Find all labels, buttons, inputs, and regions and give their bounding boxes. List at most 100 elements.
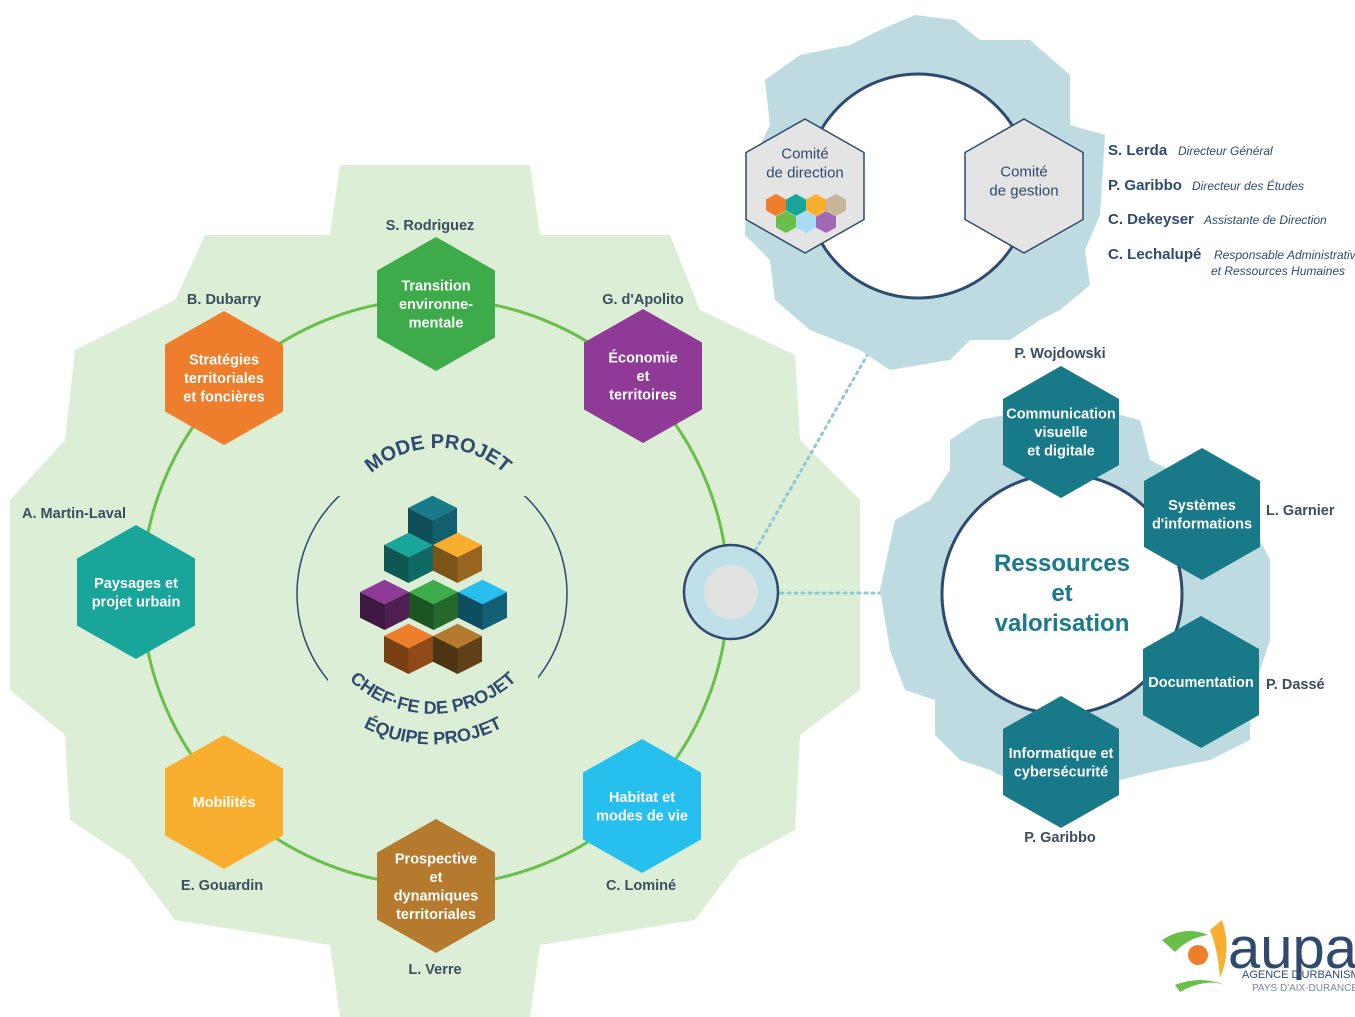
- ressource-label: visuelle: [1034, 425, 1087, 441]
- pole-label: territoriales: [396, 907, 476, 923]
- pole-label: Stratégies: [189, 353, 259, 369]
- pole-label: Mobilités: [193, 795, 256, 811]
- mini-hex-icon: [826, 194, 846, 216]
- pole-hexagon-shape: [377, 237, 495, 371]
- cube-icon: [384, 623, 433, 674]
- pole-hexagon-shape: [77, 525, 195, 659]
- direction-name: C. Lechalupé: [1108, 246, 1201, 263]
- mini-hex-icon: [766, 194, 786, 216]
- pole-hexagon-shape: [377, 819, 495, 953]
- pole-hexagon[interactable]: Mobilités: [165, 735, 283, 869]
- ressource-person: P. Garibbo: [1024, 830, 1096, 846]
- pole-label: Économie: [608, 350, 677, 367]
- mini-hex-icon: [796, 211, 816, 233]
- logo-line1: AGENCE D'URBANISME: [1242, 969, 1355, 981]
- pole-hexagon-shape: [583, 739, 701, 873]
- pole-person: G. d'Apolito: [602, 292, 684, 308]
- mini-hex-icon: [786, 194, 806, 216]
- pole-label: Habitat et: [609, 790, 675, 806]
- direction-name: C. Dekeyser: [1108, 211, 1194, 228]
- pole-hexagon[interactable]: Stratégies territoriales et foncières: [165, 311, 283, 445]
- ressource-label: Informatique et: [1009, 746, 1114, 762]
- mini-hex-icon: [806, 194, 826, 216]
- ressource-label: Systèmes: [1168, 498, 1236, 514]
- cube-stack-icon: [360, 495, 507, 674]
- hub-core: [704, 565, 758, 619]
- logo: aupa AGENCE D'URBANISME PAYS D'AIX-DURAN…: [1162, 916, 1355, 994]
- comite-hexagon[interactable]: Comité de gestion: [964, 118, 1084, 254]
- ressources-title-2: et: [1051, 580, 1072, 607]
- cube-icon: [409, 579, 458, 630]
- ressource-person: P. Wojdowski: [1014, 346, 1105, 362]
- comite-label: de gestion: [989, 183, 1058, 200]
- pole-person: C. Lominé: [606, 878, 676, 894]
- pole-person: S. Rodriguez: [386, 218, 475, 234]
- logo-swoosh-green2-icon: [1175, 980, 1225, 992]
- pole-label: Paysages et: [94, 576, 178, 592]
- pole-hexagon-shape: [165, 735, 283, 869]
- pole-person: L. Verre: [408, 962, 461, 978]
- mini-hex-icon: [776, 211, 796, 233]
- ressource-hexagon[interactable]: Documentation: [1143, 616, 1259, 748]
- comite-label: Comité: [781, 146, 829, 163]
- ressource-hexagon[interactable]: Informatique et cybersécurité: [1003, 696, 1119, 828]
- pole-hexagon[interactable]: Transition environne-mentale: [377, 237, 495, 371]
- ressource-hexagon[interactable]: Systèmes d'informations: [1144, 448, 1260, 580]
- mini-hex-icon: [816, 211, 836, 233]
- cube-icon: [433, 532, 482, 583]
- pole-hexagon-shape: [584, 309, 702, 443]
- comite-label: Comité: [1000, 164, 1048, 181]
- poles-group: Transition environne-mentale S. RodriguezÉ…: [22, 218, 702, 978]
- cube-icon: [360, 579, 409, 630]
- logo-swoosh-yellow-icon: [1210, 920, 1227, 978]
- pole-label: environne-: [399, 297, 473, 313]
- pole-label: projet urbain: [92, 594, 181, 610]
- pole-label: Transition: [401, 279, 470, 295]
- pole-hexagon[interactable]: Économie et territoires: [584, 309, 702, 443]
- direction-role: Assistante de Direction: [1203, 213, 1327, 227]
- ressource-label: Documentation: [1148, 675, 1254, 691]
- direction-name: S. Lerda: [1108, 142, 1168, 159]
- direction-role: Directeur Général: [1178, 144, 1273, 158]
- logo-swoosh-green-icon: [1162, 931, 1208, 952]
- pole-label: mentale: [409, 316, 464, 332]
- ressources-title-1: Ressources: [994, 550, 1130, 577]
- pole-hexagon[interactable]: Prospective et dynamiques territoriales: [377, 819, 495, 953]
- pole-hexagon-shape: [165, 311, 283, 445]
- ressource-hexagon-shape: [1003, 366, 1119, 498]
- pole-label: et foncières: [183, 390, 264, 406]
- pole-person: A. Martin-Laval: [22, 506, 126, 522]
- pole-hexagon[interactable]: Habitat et modes de vie: [583, 739, 701, 873]
- logo-dot-icon: [1188, 945, 1208, 965]
- pole-hexagon[interactable]: Paysages et projet urbain: [77, 525, 195, 659]
- direction-name: P. Garibbo: [1108, 177, 1182, 194]
- pole-person: B. Dubarry: [187, 292, 261, 308]
- cube-icon: [458, 579, 507, 630]
- pole-label: et: [430, 870, 443, 886]
- pole-label: territoires: [609, 388, 677, 404]
- ressource-person: P. Dassé: [1266, 677, 1325, 693]
- pole-label: Prospective: [395, 851, 477, 867]
- pole-label: dynamiques: [394, 888, 479, 904]
- pole-person: E. Gouardin: [181, 878, 263, 894]
- direction-role: et Ressources Humaines: [1211, 264, 1345, 278]
- logo-word: aupa: [1228, 916, 1355, 981]
- ressources-title-3: valorisation: [995, 610, 1130, 637]
- comites-group: Comité de direction Comité de gestion: [745, 118, 1084, 254]
- ressource-label: d'informations: [1152, 516, 1252, 532]
- ressource-label: cybersécurité: [1014, 764, 1108, 780]
- ressource-hexagon-shape: [1003, 696, 1119, 828]
- pole-label: modes de vie: [596, 808, 688, 824]
- cube-icon: [433, 623, 482, 674]
- ressource-hexagon-shape: [1144, 448, 1260, 580]
- ressource-label: et digitale: [1027, 444, 1095, 460]
- pole-label: territoriales: [184, 371, 264, 387]
- direction-role: Responsable Administrative: [1214, 248, 1355, 262]
- pole-label: et: [637, 369, 650, 385]
- cube-icon: [384, 532, 433, 583]
- comite-label: de direction: [766, 165, 844, 182]
